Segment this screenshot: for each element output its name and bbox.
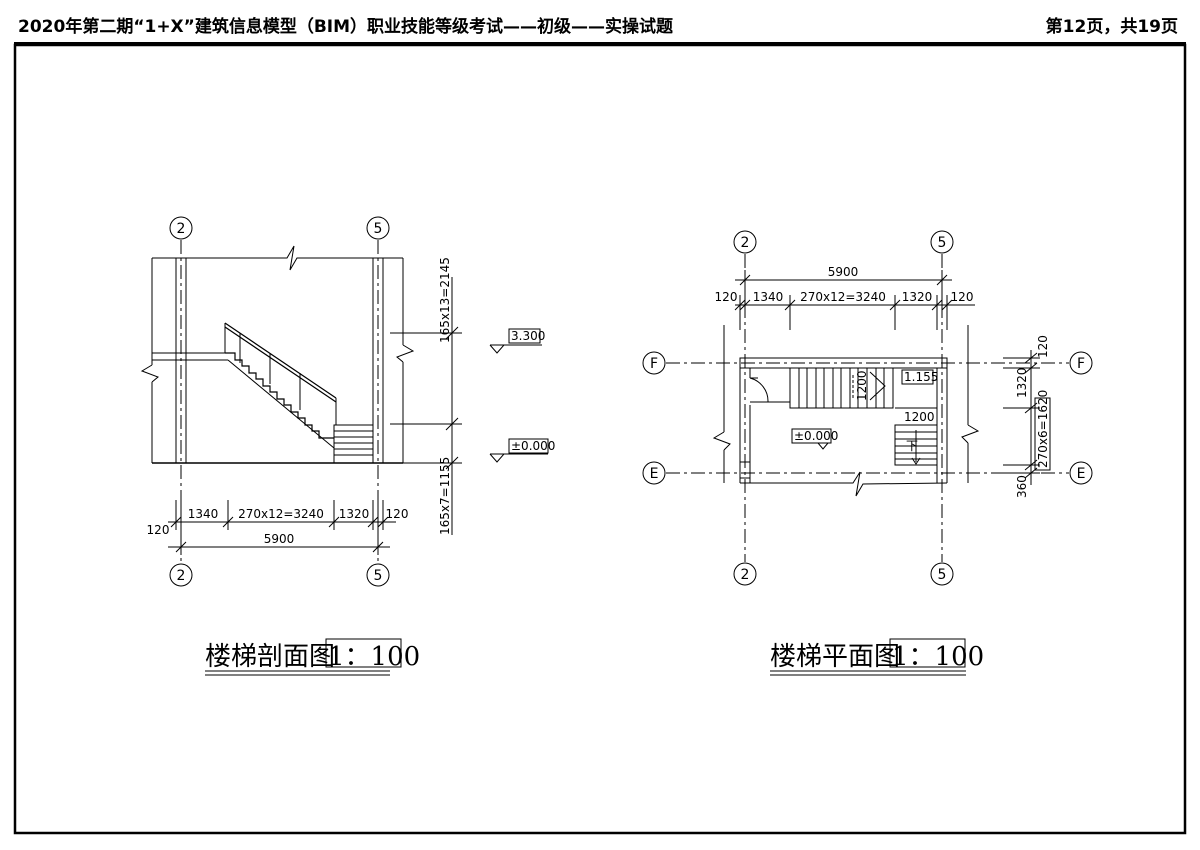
plan-dim-right-1320: 1320	[1015, 367, 1029, 398]
page-number: 第12页，共19页	[1045, 17, 1178, 37]
section-level-bottom-label: ±0.000	[511, 439, 555, 453]
section-level-bottom: ±0.000	[489, 438, 555, 463]
plan-floor-level-label: ±0.000	[794, 429, 838, 443]
page-header: 2020年第二期“1+X”建筑信息模型（BIM）职业技能等级考试——初级——实操…	[0, 0, 1200, 40]
plan-dim-120-right: 120	[951, 290, 974, 304]
plan-dim-1320: 1320	[902, 290, 933, 304]
plan-dim-1340: 1340	[753, 290, 784, 304]
plan-landing-level: 1.155	[904, 370, 938, 384]
plan-dim-right-120: 120	[1036, 335, 1050, 358]
plan-inner-1200-vertical: 1200	[855, 370, 869, 401]
plan-inner-1200-horizontal: 1200	[904, 410, 935, 424]
section-dim-1340: 1340	[188, 507, 219, 521]
plan-axis-e-left-label: E	[650, 466, 659, 482]
plan-axis-5-top-label: 5	[938, 235, 947, 251]
plan-axis-2-bottom-label: 2	[741, 567, 750, 583]
plan-axis-e-right: E	[1069, 461, 1093, 485]
plan-axis-5-bottom-label: 5	[938, 567, 947, 583]
plan-axis-f-right: F	[1069, 351, 1093, 375]
section-dim-1320: 1320	[339, 507, 370, 521]
plan-axis-f-left: F	[642, 351, 666, 375]
section-axis-2-top-label: 2	[177, 221, 186, 237]
section-axis-5-top-label: 5	[374, 221, 383, 237]
section-axis-5-bottom: 5	[366, 563, 390, 587]
plan-floor-level: ±0.000	[791, 428, 838, 450]
plan-dim-3240: 270x12=3240	[800, 290, 886, 304]
section-dim-lower: 165x7=1155	[438, 457, 452, 535]
plan-down-arrow-label: 下	[906, 439, 918, 453]
plan-axis-f-left-label: F	[650, 356, 658, 372]
stair-section-drawing: 2 5 2 5	[140, 216, 555, 676]
section-dim-total: 5900	[264, 532, 295, 546]
section-title: 楼梯剖面图	[205, 642, 335, 672]
plan-axis-5-top: 5	[930, 230, 954, 254]
plan-axis-e-right-label: E	[1077, 466, 1086, 482]
section-dim-120-left: 120	[147, 523, 170, 537]
plan-dim-right-360: 360	[1015, 475, 1029, 498]
plan-title: 楼梯平面图	[770, 642, 900, 672]
section-dim-120-right: 120	[386, 507, 409, 521]
plan-axis-2-bottom: 2	[733, 562, 757, 586]
plan-axis-e-left: E	[642, 461, 666, 485]
section-dim-3240: 270x12=3240	[238, 507, 324, 521]
plan-axis-f-right-label: F	[1077, 356, 1085, 372]
section-scale: 1：100	[328, 642, 420, 672]
plan-axis-2-top-label: 2	[741, 235, 750, 251]
section-axis-2-bottom: 2	[169, 563, 193, 587]
section-axis-5-top: 5	[366, 216, 390, 240]
plan-axis-5-bottom: 5	[930, 562, 954, 586]
plan-dim-120-left: 120	[715, 290, 738, 304]
plan-axis-2-top: 2	[733, 230, 757, 254]
plan-dim-right-run: 270x6=1620	[1036, 390, 1050, 468]
stair-plan-drawing: 2 5 2 5 F E F E	[642, 230, 1093, 676]
section-level-top: 3.300	[489, 328, 545, 354]
plan-dim-total: 5900	[828, 265, 859, 279]
sheet-frame	[13, 43, 1187, 835]
section-level-top-label: 3.300	[511, 329, 545, 343]
section-axis-5-bottom-label: 5	[374, 568, 383, 584]
exam-title: 2020年第二期“1+X”建筑信息模型（BIM）职业技能等级考试——初级——实操…	[18, 17, 674, 37]
section-dim-upper: 165x13=2145	[438, 257, 452, 343]
section-axis-2-top: 2	[169, 216, 193, 240]
section-axis-2-bottom-label: 2	[177, 568, 186, 584]
plan-scale: 1：100	[892, 642, 984, 672]
